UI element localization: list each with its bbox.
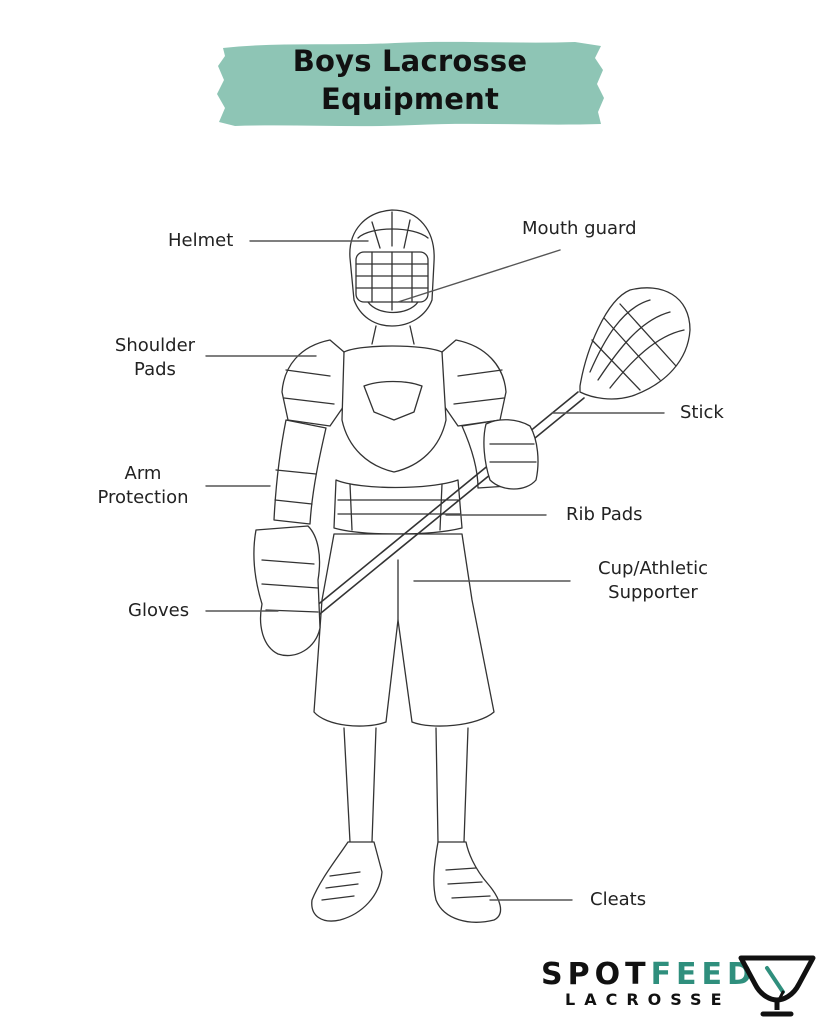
logo-word-spot: SPOT	[541, 957, 651, 992]
arm-protection-label-line-2: Protection	[97, 487, 189, 508]
cup-label: Cup/Athletic Supporter	[584, 557, 722, 605]
cup-label-line-2: Supporter	[608, 582, 698, 603]
page-title: Boys Lacrosse Equipment	[215, 42, 605, 118]
gloves-drawing	[253, 419, 539, 657]
gloves-label: Gloves	[128, 600, 190, 621]
rib-pads-label: Rib Pads	[566, 504, 643, 525]
cleats-drawing	[311, 841, 502, 923]
shorts-drawing	[313, 533, 495, 727]
logo-word-feed: FEED	[650, 957, 757, 992]
cup-label-line-1: Cup/Athletic	[598, 558, 708, 579]
arm-protection-label-line-1: Arm	[124, 463, 162, 484]
helmet-drawing	[349, 209, 435, 327]
helmet-label: Helmet	[168, 230, 234, 251]
spotfeed-logo-wordmark: SPOTFEED	[541, 958, 757, 992]
stick-label: Stick	[680, 402, 724, 423]
title-banner: Boys Lacrosse Equipment	[215, 38, 605, 128]
arm-protection-label: Arm Protection	[88, 462, 198, 510]
shoulder-pads-label-line-2: Pads	[134, 359, 176, 380]
mouth-guard-leader-line	[397, 249, 561, 303]
mouth-guard-label: Mouth guard	[522, 218, 637, 239]
shoulder-pads-label: Shoulder Pads	[100, 334, 210, 382]
legs-drawing	[343, 727, 469, 843]
cleats-label: Cleats	[590, 889, 647, 910]
neck-drawing	[371, 325, 415, 345]
leader-lines	[205, 240, 665, 901]
rib-pads-drawing	[333, 479, 463, 535]
trophy-icon	[738, 955, 816, 1017]
brush-stroke-background	[217, 41, 604, 127]
title-line-2: Equipment	[320, 82, 500, 116]
title-line-1: Boys Lacrosse	[292, 44, 528, 78]
shoulder-pads-label-line-1: Shoulder	[114, 335, 196, 356]
shoulder-pads-drawing	[281, 339, 507, 473]
logo-word-lacrosse: LACROSSE	[565, 990, 731, 1009]
